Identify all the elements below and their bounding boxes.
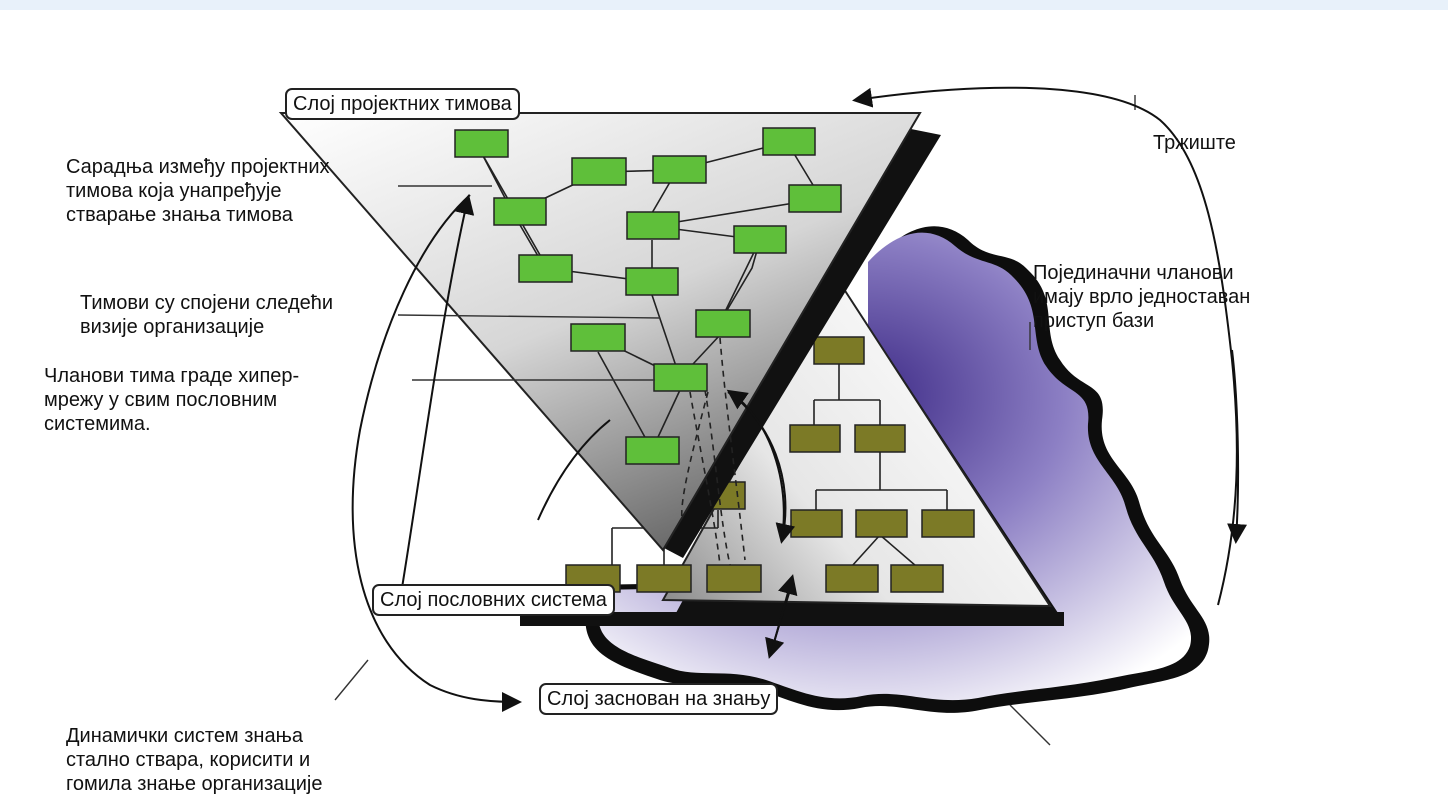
business-layer-base xyxy=(520,612,1064,626)
double-arrow-icon xyxy=(765,574,798,659)
business-layer-label: Слој пословних система xyxy=(372,584,615,616)
team-box xyxy=(733,225,787,254)
team-box xyxy=(695,309,751,338)
business-box xyxy=(789,424,841,453)
team-box xyxy=(493,197,547,226)
business-box xyxy=(855,509,908,538)
business-box xyxy=(636,564,692,593)
dynamic-system-label: Динамички систем знања стално ствара, ко… xyxy=(66,725,323,795)
business-box xyxy=(790,509,843,538)
team-box xyxy=(626,211,680,240)
teams-connected-label: Тимови су спојени следећи визије организ… xyxy=(80,292,334,338)
team-box xyxy=(518,254,573,283)
knowledge-layer-label: Слој заснован на знању xyxy=(539,683,779,715)
team-box xyxy=(762,127,816,156)
market-label: Тржиште xyxy=(1153,132,1236,154)
team-box xyxy=(570,323,626,352)
curved-arrow-icon xyxy=(351,86,1248,712)
individual-access-label: Појединачни чланови имају врло једностав… xyxy=(1033,262,1251,332)
team-box xyxy=(625,436,680,465)
business-box xyxy=(706,564,762,593)
team-box xyxy=(788,184,842,213)
team-box xyxy=(571,157,627,186)
team-box xyxy=(652,155,707,184)
top-color-strip xyxy=(0,0,1448,10)
business-box xyxy=(890,564,944,593)
business-box xyxy=(921,509,975,538)
business-box xyxy=(854,424,906,453)
business-box xyxy=(813,336,865,365)
business-box xyxy=(825,564,879,593)
team-box xyxy=(625,267,679,296)
hypernetwork-label: Чланови тима граде хипер- мрежу у свим п… xyxy=(44,365,300,435)
team-box xyxy=(454,129,509,158)
team-boxes xyxy=(454,127,842,465)
team-box xyxy=(653,363,708,392)
dashed-links xyxy=(680,337,746,566)
project-layer-label: Слој пројектних тимова xyxy=(285,88,520,120)
pointer-lines xyxy=(334,95,1136,746)
collaboration-label: Сарадња између пројектних тимова која ун… xyxy=(66,156,330,226)
